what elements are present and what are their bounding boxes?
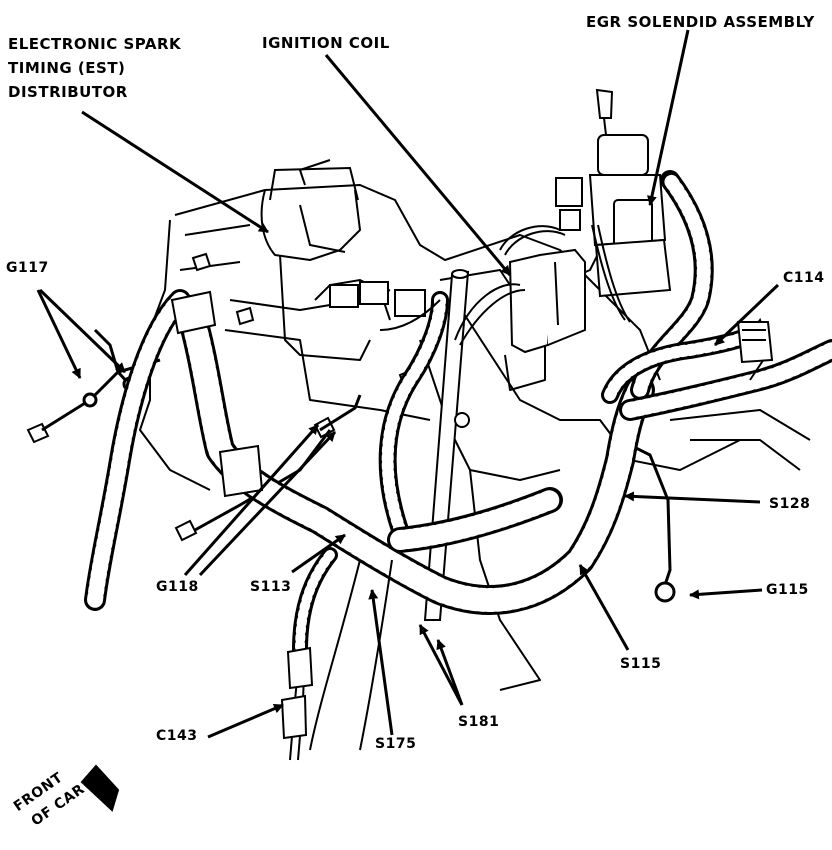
label-c114: C114 — [783, 270, 825, 286]
leader-arrows — [36, 29, 780, 739]
label-est-distributor-line1: ELECTRONIC SPARK — [8, 35, 182, 53]
egr-solenoid-body — [555, 88, 672, 298]
label-c143: C143 — [156, 728, 198, 744]
label-g118: G118 — [156, 579, 199, 595]
harness-looms — [84, 170, 832, 658]
c114-connector — [736, 321, 774, 364]
label-egr-solenoid-assembly: EGR SOLENDID ASSEMBLY — [586, 13, 815, 31]
label-ignition-coil: IGNITION COIL — [262, 34, 390, 52]
distributor-body — [269, 166, 426, 321]
harness-brackets — [170, 290, 264, 498]
label-s175: S175 — [375, 736, 417, 752]
label-s181: S181 — [458, 714, 500, 730]
front-of-car-arrow — [80, 764, 120, 812]
label-est-distributor-line2: TIMING (EST) — [8, 59, 126, 77]
label-s128: S128 — [769, 496, 811, 512]
label-s113: S113 — [250, 579, 292, 595]
c143-connector — [280, 646, 314, 740]
label-est-distributor-line3: DISTRIBUTOR — [8, 83, 128, 101]
label-s115: S115 — [620, 656, 662, 672]
label-g115: G115 — [766, 582, 809, 598]
label-g117: G117 — [6, 260, 49, 276]
ignition-coil-body — [508, 248, 586, 354]
